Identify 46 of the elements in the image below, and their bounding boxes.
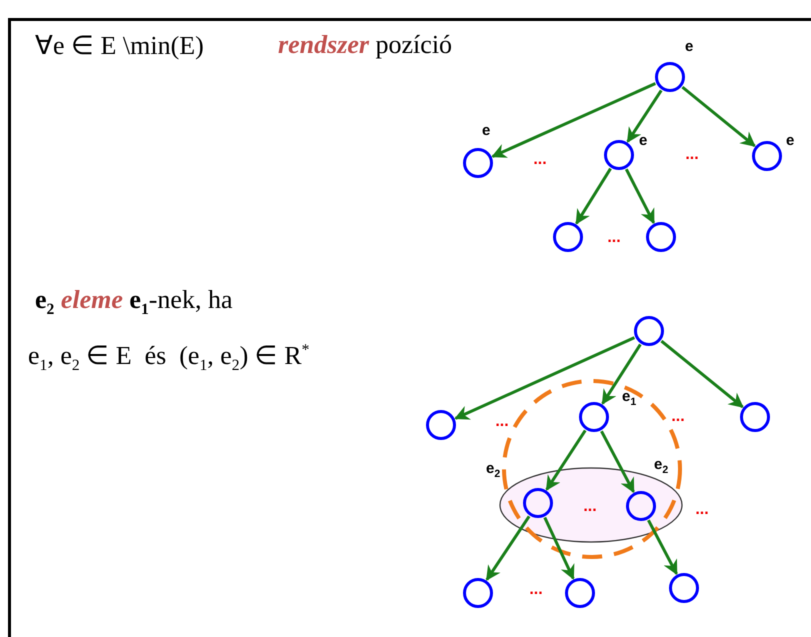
tree-node-circle (634, 316, 664, 346)
node-label: e$_{1}$ (622, 388, 636, 408)
tree-node-circle (579, 402, 609, 432)
arrow (624, 168, 656, 224)
arrow (491, 82, 656, 158)
ellipsis-mark: ... (533, 152, 547, 168)
tree-node-circle (463, 578, 493, 608)
ellipsis-mark: ... (607, 230, 621, 246)
ellipsis-mark: ... (495, 414, 509, 430)
arrow (543, 516, 575, 580)
arrow (600, 430, 635, 494)
node-label: e$_{2}$ (654, 456, 668, 476)
arrow (575, 168, 612, 225)
tree-node-circle (604, 140, 634, 170)
arrow (545, 430, 587, 491)
node-label: e (639, 132, 648, 149)
formula-text: ∀e ∈ E \min(E) (35, 30, 204, 61)
ellipsis-mark: ... (529, 582, 543, 598)
tree-node-circle (565, 578, 595, 608)
tree-node-circle (740, 402, 770, 432)
node-label: e (786, 132, 794, 149)
node-label: e (685, 38, 694, 55)
formula-text: rendszer pozíció (278, 30, 452, 60)
formula-text: e$_{2}$ eleme e$_{1}$-nek, ha (35, 285, 233, 320)
ellipsis-mark: ... (685, 146, 699, 163)
tree-node-circle (669, 573, 699, 603)
arrow (601, 344, 642, 405)
tree-node-circle (523, 488, 553, 518)
tree-node-circle (646, 222, 676, 252)
tree-node-circle (752, 141, 782, 171)
formula-text: e$_{1}$, e$_{2}$ ∈ E és (e$_{1}$, e$_{2}$) ∈ R$^{*}$ (28, 340, 310, 376)
arrow (486, 515, 530, 581)
tree-node-circle (463, 148, 493, 178)
arrow (660, 340, 744, 408)
node-label: e (482, 122, 490, 139)
ellipsis-mark: ... (695, 502, 709, 518)
ellipsis-mark: ... (671, 408, 685, 425)
tree-node-circle (426, 410, 456, 440)
ellipsis-mark: ... (583, 498, 597, 515)
tree-node-circle (553, 222, 583, 252)
arrow (454, 336, 636, 420)
arrow (626, 90, 662, 143)
tree-node-circle (655, 62, 685, 92)
arrow (681, 86, 756, 148)
tree-node-circle (626, 491, 656, 521)
node-label: e$_{2}$ (486, 460, 500, 480)
